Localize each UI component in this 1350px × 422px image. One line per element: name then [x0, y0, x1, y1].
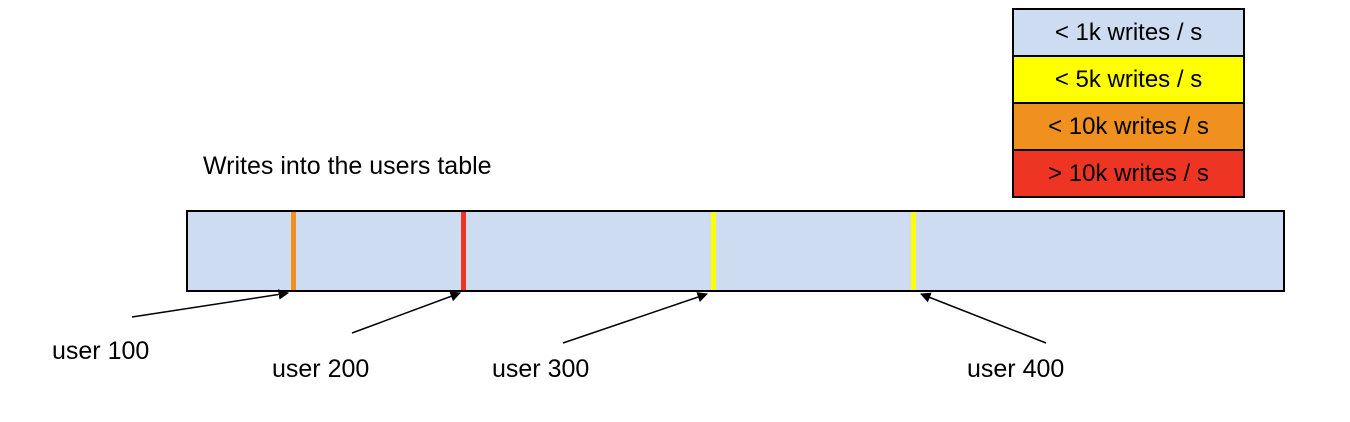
users-table-bar [186, 210, 1285, 292]
write-hotspot-stripe-user-200 [461, 212, 466, 290]
write-hotspot-stripe-user-100 [291, 212, 296, 290]
annotation-label-user-400: user 400 [967, 355, 1065, 383]
arrow-user-300 [562, 292, 708, 344]
legend-item-lt-1k: < 1k writes / s [1014, 10, 1243, 55]
legend-item-lt-5k: < 5k writes / s [1014, 55, 1243, 102]
diagram-title: Writes into the users table [203, 152, 492, 180]
arrow-user-400 [920, 292, 1047, 344]
arrow-user-100 [131, 289, 290, 318]
legend-item-gt-10k: > 10k writes / s [1014, 149, 1243, 196]
write-hotspot-stripe-user-400 [911, 212, 916, 290]
annotation-label-user-100: user 100 [52, 337, 150, 365]
legend-item-lt-10k: < 10k writes / s [1014, 102, 1243, 149]
arrow-user-200 [351, 291, 461, 334]
annotation-label-user-200: user 200 [272, 355, 370, 383]
write-hotspot-stripe-user-300 [711, 212, 716, 290]
legend: < 1k writes / s < 5k writes / s < 10k wr… [1012, 8, 1245, 198]
annotation-label-user-300: user 300 [492, 355, 590, 383]
